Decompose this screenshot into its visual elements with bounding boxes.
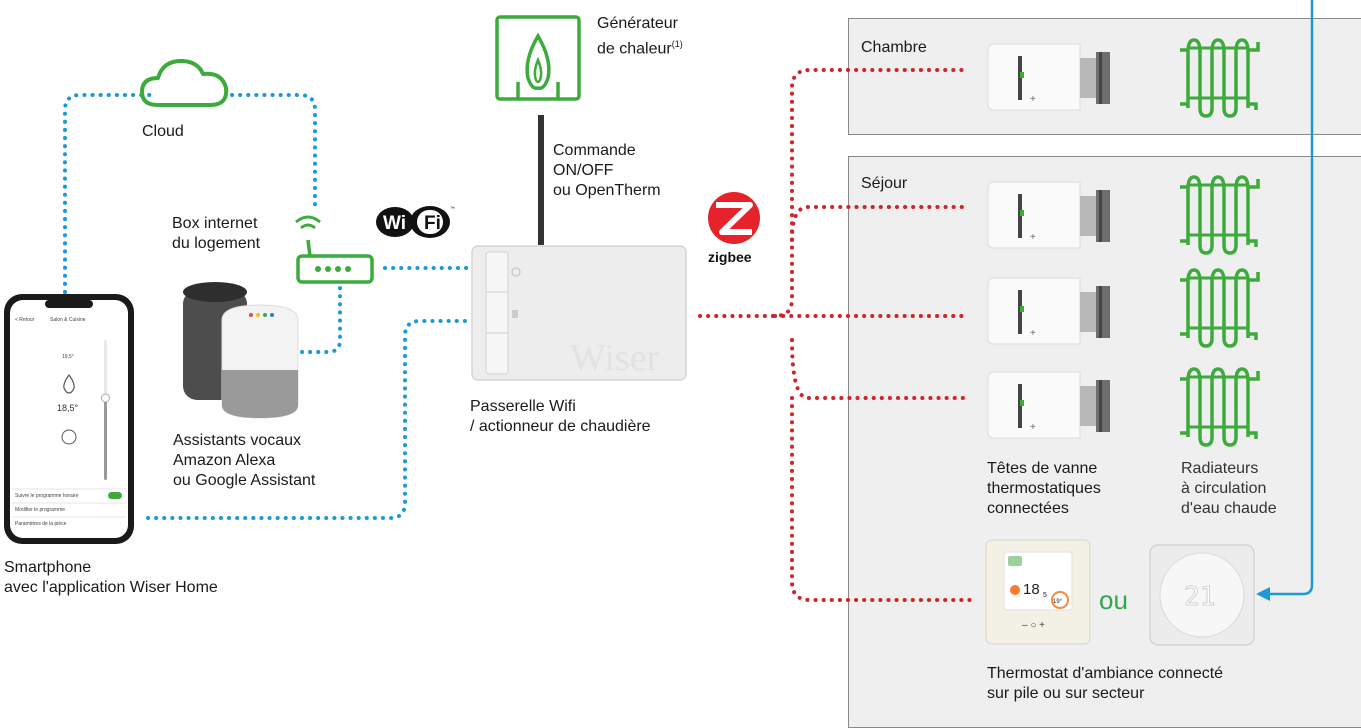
- thermostat-battery: 18 5 19° – ○ +: [985, 539, 1091, 645]
- valves-label-2: thermostatiques: [987, 480, 1101, 497]
- app-setpoint: 19,5°: [62, 354, 74, 360]
- smartphone-label-1: Smartphone: [4, 559, 92, 576]
- voice-label-1: Assistants vocaux: [173, 432, 302, 449]
- app-menu-1: Suivre le programme horaire: [15, 493, 79, 499]
- link-cloud-box: [230, 93, 317, 212]
- gateway-brand: Wiser: [570, 337, 660, 379]
- power-arrow: [1256, 0, 1314, 601]
- svg-text:Fi: Fi: [424, 213, 441, 234]
- thermostat-decimal: 5: [1043, 592, 1047, 599]
- thermostat-display: 18: [1023, 581, 1040, 598]
- box-label-1: Box internet: [172, 215, 258, 232]
- room-label-chambre: Chambre: [861, 39, 927, 56]
- valve-sejour-1: [987, 181, 1111, 249]
- gateway-label-2: / actionneur de chaudière: [470, 418, 651, 435]
- radiators-label-3: d'eau chaude: [1181, 500, 1277, 517]
- zigbee-links: [698, 68, 977, 602]
- gateway-label-1: Passerelle Wifi: [470, 398, 576, 415]
- generator-note: (1): [671, 39, 683, 49]
- thermostat-buttons: – ○ +: [1022, 620, 1045, 631]
- thermostat-label: Thermostat d'ambiance connecté: [987, 665, 1224, 682]
- zigbee-logo: zigbee: [708, 192, 760, 265]
- valves-label-3: connectées: [987, 500, 1069, 517]
- generator-label-1: Générateur: [597, 15, 678, 32]
- generator-text: de chaleur: [597, 40, 672, 58]
- cloud-icon: [140, 58, 229, 107]
- router-icon: [295, 215, 374, 284]
- thermostat-setpoint: 19°: [1053, 599, 1063, 605]
- radiator-sejour-2: [1178, 268, 1260, 348]
- gateway-device: Wiser: [471, 245, 687, 381]
- smartphone-label-2: avec l'application Wiser Home: [4, 579, 218, 596]
- zigbee-wordmark: zigbee: [708, 249, 752, 265]
- cloud-label: Cloud: [142, 123, 184, 140]
- valve-chambre: [987, 43, 1111, 111]
- radiators-label-2: à circulation: [1181, 480, 1267, 497]
- radiator-chambre: [1178, 38, 1260, 118]
- radiators-label-1: Radiateurs: [1181, 460, 1259, 477]
- command-label-1: Commande: [553, 142, 636, 159]
- google-home-speaker: [221, 304, 299, 419]
- radiator-sejour-3: [1178, 367, 1260, 447]
- thermostat-mains: 21: [1149, 544, 1255, 646]
- command-cable: [538, 115, 544, 245]
- app-title: Salon & Cuisine: [50, 317, 86, 323]
- command-label-2: ON/OFF: [553, 162, 614, 179]
- heat-generator-icon: [495, 15, 581, 101]
- voice-label-3: ou Google Assistant: [173, 472, 316, 489]
- svg-text:Wi: Wi: [383, 213, 406, 234]
- svg-text:™: ™: [450, 206, 455, 212]
- room-label-sejour: Séjour: [861, 175, 908, 192]
- app-menu-2: Modifier le programme: [15, 507, 65, 513]
- link-box-speaker: [293, 278, 342, 354]
- thermostat-sublabel: sur pile ou sur secteur: [987, 685, 1145, 702]
- wifi-links: [63, 93, 472, 520]
- app-back: < Retour: [15, 317, 35, 323]
- room-sejour: Séjour: [848, 156, 1361, 728]
- wifi-logo: Wi Fi ™: [376, 206, 455, 238]
- voice-label-2: Amazon Alexa: [173, 452, 276, 469]
- smartphone: < Retour Salon & Cuisine 19,5° 18,5° Sui…: [4, 294, 134, 544]
- or-label: ou: [1099, 585, 1128, 615]
- valve-sejour-2: [987, 277, 1111, 345]
- generator-label-2: de chaleur(1): [597, 34, 683, 59]
- app-temperature: 18,5°: [57, 403, 79, 413]
- valves-label-1: Têtes de vanne: [987, 460, 1098, 477]
- link-phone-cloud: [63, 93, 152, 294]
- command-label-3: ou OpenTherm: [553, 182, 661, 199]
- valve-sejour-3: [987, 371, 1111, 439]
- radiator-sejour-1: [1178, 175, 1260, 255]
- box-label-2: du logement: [172, 235, 261, 252]
- dial-display: 21: [1184, 582, 1215, 612]
- link-phone-gateway: [146, 319, 472, 520]
- app-menu-3: Paramètres de la pièce: [15, 521, 67, 527]
